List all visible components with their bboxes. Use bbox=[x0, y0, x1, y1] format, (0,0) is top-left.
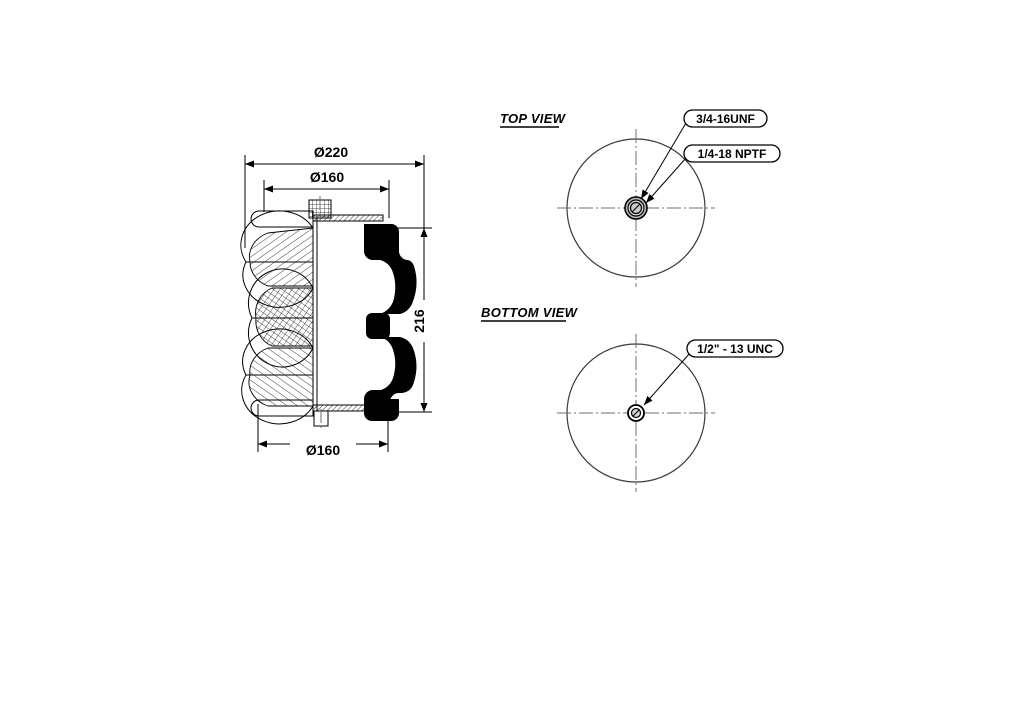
rubber-lobe-section bbox=[364, 224, 417, 422]
main-section-view: Ø220 Ø160 216 Ø160 bbox=[240, 142, 434, 458]
bottom-view-leader-unc bbox=[643, 352, 691, 406]
dimension-label-plate-diameter-bottom: Ø160 bbox=[306, 442, 340, 458]
dimension-overall-height: 216 bbox=[388, 227, 434, 413]
dimension-plate-diameter-top: Ø160 bbox=[263, 167, 390, 218]
bellows-convolutions bbox=[240, 210, 314, 425]
top-view-leader-unf bbox=[640, 122, 687, 200]
callout-port-nptf[interactable]: 1/4-18 NPTF bbox=[683, 144, 781, 163]
dimension-plate-diameter-bottom: Ø160 bbox=[257, 404, 389, 458]
bottom-view-center-boss bbox=[627, 404, 645, 422]
top-end-plate bbox=[250, 196, 384, 415]
dimension-label-plate-diameter-top: Ø160 bbox=[310, 169, 344, 185]
bottom-view-title: BOTTOM VIEW bbox=[481, 305, 579, 320]
top-view-center-boss bbox=[624, 196, 648, 220]
dimension-label-overall-height: 216 bbox=[411, 309, 427, 333]
callout-thread-unc-label: 1/2" - 13 UNC bbox=[697, 342, 773, 356]
callout-thread-unc[interactable]: 1/2" - 13 UNC bbox=[686, 339, 784, 358]
callout-thread-unf[interactable]: 3/4-16UNF bbox=[683, 109, 768, 128]
dimension-label-outer-diameter: Ø220 bbox=[314, 144, 348, 160]
callout-port-nptf-label: 1/4-18 NPTF bbox=[698, 147, 767, 161]
callout-thread-unf-label: 3/4-16UNF bbox=[696, 112, 755, 126]
top-view-title: TOP VIEW bbox=[500, 111, 567, 126]
top-view-leader-nptf bbox=[645, 157, 687, 204]
dimension-outer-diameter: Ø220 bbox=[244, 142, 425, 248]
bottom-view: BOTTOM VIEW 1/2" - 13 UNC bbox=[481, 305, 784, 492]
top-view: TOP VIEW 3/4-16UNF 1/4-18 NPTF bbox=[500, 109, 781, 287]
